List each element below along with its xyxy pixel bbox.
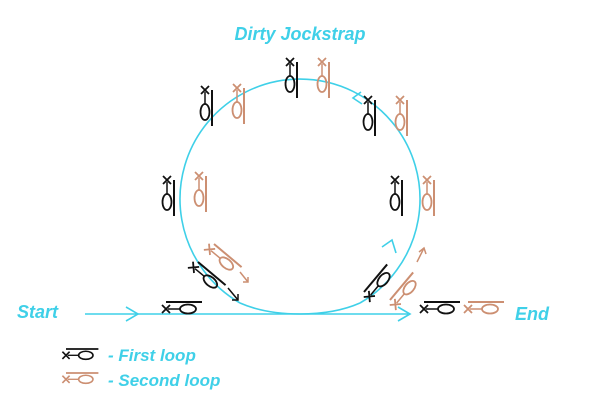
figure-left-upper-tan: [231, 83, 245, 125]
legend-label-second: - Second loop: [108, 371, 220, 390]
diagram-title: Dirty Jockstrap: [234, 24, 365, 44]
figure-end-second: [463, 301, 505, 315]
end-label: End: [515, 304, 550, 324]
figure-left-mid-black: [161, 175, 175, 217]
figure-right-mid-black: [389, 175, 403, 217]
direction-arrows: [125, 91, 412, 322]
figure-top-black: [284, 57, 298, 99]
legend-swatch-first: [61, 348, 100, 361]
figure-top-tan: [316, 57, 330, 99]
figure-start: [161, 301, 203, 315]
figure-lower-right-black: [360, 263, 397, 304]
figure-left-mid-tan: [193, 171, 207, 213]
motion-arrows: [227, 246, 427, 301]
legend: - First loop - Second loop: [61, 346, 220, 390]
figure-lower-right-tan: [386, 271, 423, 312]
figure-right-mid-tan: [421, 175, 435, 217]
figure-right-upper-black: [362, 95, 376, 137]
figure-end-first: [419, 301, 461, 315]
legend-swatch-second: [61, 372, 100, 385]
start-label: Start: [17, 302, 59, 322]
legend-label-first: - First loop: [108, 346, 196, 365]
